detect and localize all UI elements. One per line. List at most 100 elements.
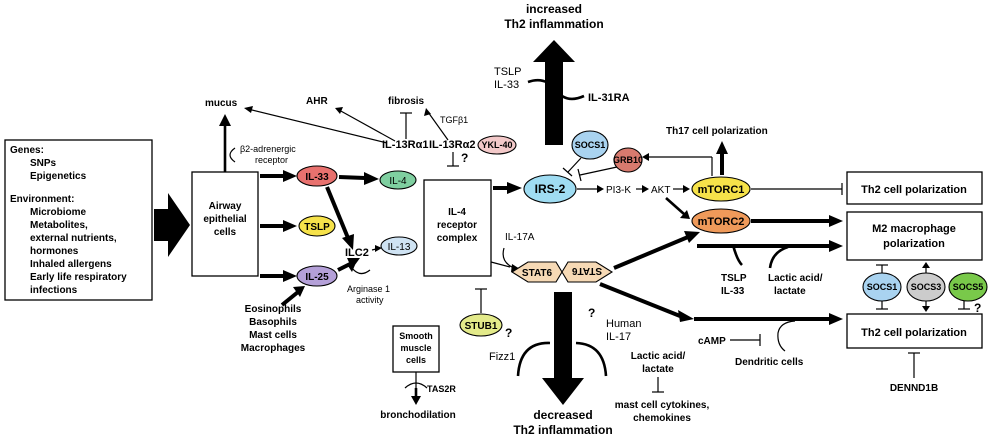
increased-title: Th2 inflammation	[504, 17, 603, 31]
arrowhead	[342, 234, 354, 250]
mast-cytokines: chemokines	[633, 413, 691, 424]
stat6-left-label: STAT6	[522, 268, 553, 279]
ykl40-node	[477, 135, 517, 155]
socs1-right-label: SOCS1	[867, 282, 898, 292]
mtorc1-node	[691, 176, 751, 202]
fizz1-receptor	[516, 341, 551, 377]
grb10-node	[613, 147, 643, 173]
stat6-right-label: STAT6	[571, 265, 602, 276]
mast-cytokines: mast cell cytokines,	[615, 400, 710, 411]
grb10-label: GRB10	[613, 155, 643, 165]
smooth-label: Smooth	[399, 331, 433, 341]
question-mark: ?	[505, 326, 512, 340]
arginase-label: activity	[356, 295, 384, 305]
arrowhead	[347, 258, 360, 269]
smooth-label: cells	[406, 355, 426, 365]
environment-item: hormones	[30, 246, 79, 257]
irs2-node	[523, 174, 577, 204]
arrowhead	[922, 306, 930, 312]
arrowhead	[922, 262, 930, 268]
arrow-il13ra1-mucus	[247, 108, 388, 144]
il17a-label: IL-17A	[505, 232, 535, 243]
arrowhead	[293, 286, 305, 297]
arrowhead	[507, 182, 522, 194]
stub1-node	[459, 313, 503, 337]
arrow-stat6-th2	[599, 282, 681, 318]
inhibit-bar	[577, 168, 582, 182]
tslp-il33-mid: TSLP	[721, 273, 747, 284]
m2-label: M2 macrophage	[872, 223, 956, 235]
tslp-il33-top: IL-33	[494, 79, 519, 91]
pi3k-label: PI3-K	[606, 185, 631, 196]
ahr-label: AHR	[306, 96, 328, 107]
th2-top-label: Th2 cell polarization	[861, 184, 967, 196]
inducer-cell: Eosinophils	[245, 304, 302, 315]
m2-polarization-box: M2 macrophage polarization	[846, 211, 983, 261]
camp-label: cAMP	[698, 336, 726, 347]
lactic-receptor	[768, 245, 789, 269]
environment-item: Inhaled allergens	[30, 259, 112, 270]
il13-node	[380, 236, 418, 256]
lactic-bottom: lactate	[642, 364, 674, 375]
tas2r-receptor	[404, 382, 428, 389]
mtorc2-node	[691, 208, 751, 234]
receptor-label: complex	[437, 233, 478, 244]
arrowhead	[716, 141, 728, 154]
il13ra2-label: IL-13Rα2	[429, 139, 476, 151]
tslp-il33-mid: IL-33	[721, 286, 745, 297]
environment-header: Environment:	[10, 194, 74, 205]
m2-label: polarization	[883, 238, 945, 250]
smooth-muscle-box: Smooth muscle cells	[392, 325, 440, 373]
human-il17-label: IL-17	[606, 331, 631, 343]
arrow-stat6-m2	[613, 235, 689, 270]
socs5-label: SOCS5	[953, 282, 984, 292]
arrowhead	[364, 172, 379, 185]
receptor-label: IL-4	[448, 207, 466, 218]
il4-label: IL-4	[389, 176, 407, 187]
genes-header: Genes:	[10, 145, 44, 156]
question-mark: ?	[588, 306, 595, 320]
airway-label: Airway	[209, 201, 242, 212]
ykl40-label: YKL-40	[481, 140, 512, 150]
fibrosis-label: fibrosis	[388, 96, 425, 107]
lactic-mid: lactate	[774, 286, 806, 297]
airway-label: epithelial	[203, 214, 247, 225]
inducer-cell: Mast cells	[249, 330, 297, 341]
arrowhead	[348, 265, 355, 272]
genes-environment-box: Genes: SNPs Epigenetics Environment: Mic…	[4, 139, 153, 301]
th17-label: Th17 cell polarization	[666, 126, 768, 137]
arrowhead	[829, 240, 843, 252]
arginase-arc	[351, 267, 371, 275]
socs1-label: SOCS1	[575, 140, 606, 150]
lactic-mid: Lactic acid/	[768, 273, 823, 284]
environment-item: Metabolites,	[30, 220, 88, 231]
arrowhead	[683, 185, 690, 193]
il4-receptor-complex-box: IL-4 receptor complex	[423, 179, 492, 277]
il4-node	[379, 170, 417, 190]
arrowhead	[680, 210, 690, 219]
arrowhead	[283, 170, 297, 182]
lactic-bottom: Lactic acid/	[631, 351, 686, 362]
increased-title: increased	[526, 2, 582, 16]
irs2-label: IRS-2	[535, 182, 566, 196]
th2-bottom-label: Th2 cell polarization	[861, 327, 967, 339]
arrowhead	[244, 106, 253, 113]
beta2-inhibitor	[229, 147, 236, 163]
environment-item: external nutrients,	[30, 233, 117, 244]
th2-polarization-bottom-box: Th2 cell polarization	[846, 313, 983, 349]
inducer-cell: Basophils	[249, 317, 297, 328]
arrowhead	[642, 153, 649, 161]
dendritic-label: Dendritic cells	[735, 357, 804, 368]
arrow-il33-il4	[338, 175, 366, 180]
tslp-label: TSLP	[304, 222, 330, 233]
il33-label: IL-33	[305, 172, 329, 183]
arrow-il13ra2-fibrosis	[427, 111, 449, 141]
il13-label: IL-13	[388, 242, 411, 253]
inhibit-bar	[562, 167, 573, 177]
arrowhead	[424, 108, 431, 116]
bronchodilation-label: bronchodilation	[380, 410, 456, 421]
question-mark: ?	[461, 151, 468, 165]
link-complex-stat6	[490, 261, 511, 268]
ilc2-label: ILC2	[345, 247, 369, 259]
airway-label: cells	[214, 227, 237, 238]
